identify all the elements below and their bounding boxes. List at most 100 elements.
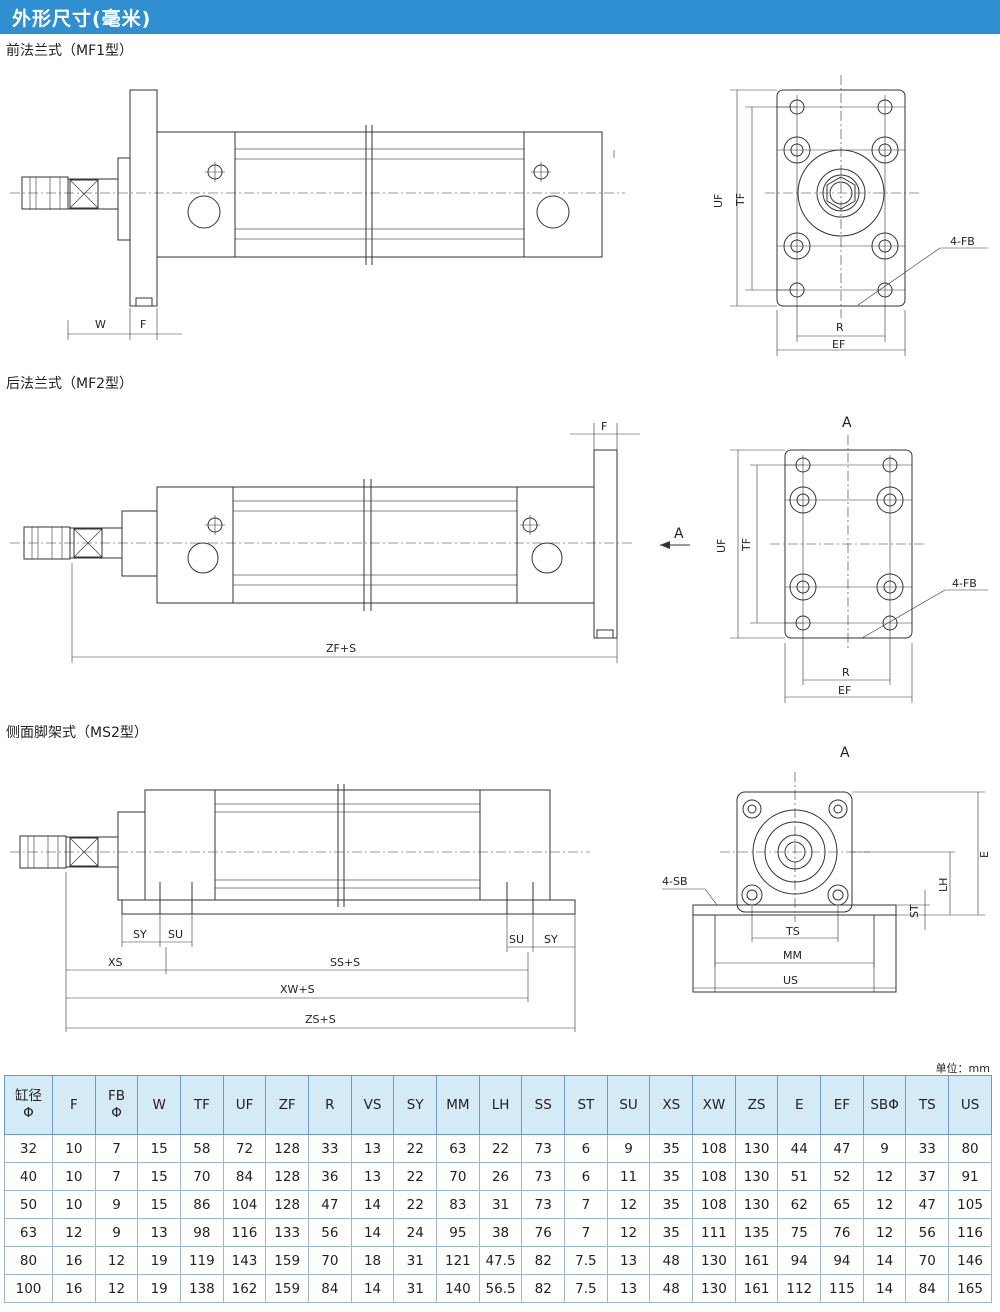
ms2-us-label: US (783, 974, 798, 987)
table-cell: 35 (649, 1134, 694, 1163)
table-cell: 91 (948, 1162, 992, 1191)
table-cell: 47 (308, 1190, 352, 1219)
table-cell: 9 (94, 1218, 139, 1247)
table-cell: 47 (905, 1190, 950, 1219)
mf2-section-title: 后法兰式（MF2型） (6, 376, 134, 392)
header-text: ZF (278, 1096, 296, 1113)
header-text: 缸径 (15, 1088, 42, 1104)
table-cell: 9 (94, 1190, 139, 1219)
table-cell: 112 (777, 1274, 822, 1303)
mf1-uf-label: UF (712, 194, 725, 208)
mf1-end-view: UF TF R EF 4-FB (712, 75, 988, 356)
table-cell: 84 (308, 1274, 352, 1303)
table-cell: 104 (222, 1190, 267, 1219)
ms2-sy-right-label: SY (544, 933, 558, 946)
table-cell: 31 (393, 1274, 438, 1303)
table-cell: 15 (137, 1190, 182, 1219)
table-cell: 32 (4, 1134, 53, 1163)
ms2-end-view: A E LH ST TS MM US (662, 745, 991, 993)
table-cell: 26 (478, 1162, 523, 1191)
table-cell: 13 (350, 1134, 395, 1163)
table-cell: 82 (521, 1246, 566, 1275)
table-cell: 135 (734, 1218, 779, 1247)
ms2-sb-label: 4-SB (662, 875, 688, 888)
table-cell: 6 (564, 1162, 608, 1191)
mf2-drawing: F ZF+S A A UF TF (0, 393, 1000, 713)
table-header-cell: R (308, 1075, 352, 1135)
header-text: ST (577, 1096, 595, 1113)
table-cell: 7 (564, 1190, 608, 1219)
table-cell: 24 (393, 1218, 438, 1247)
ms2-zs-label: ZS+S (305, 1013, 336, 1026)
ms2-drawing: SY SU SU SY XS SS+S XW+S ZS+S A (0, 742, 1000, 1042)
ms2-ss-label: SS+S (330, 956, 360, 969)
table-cell: 37 (905, 1162, 950, 1191)
table-cell: 22 (393, 1134, 438, 1163)
table-cell: 12 (94, 1246, 139, 1275)
header-text: VS (363, 1096, 382, 1113)
table-header-cell: SY (393, 1075, 438, 1135)
table-cell: 38 (478, 1218, 523, 1247)
table-cell: 83 (436, 1190, 480, 1219)
table-cell: 76 (820, 1218, 864, 1247)
table-cell: 128 (265, 1162, 310, 1191)
table-header-cell: SBΦ (862, 1075, 907, 1135)
table-cell: 31 (393, 1246, 438, 1275)
table-cell: 82 (521, 1274, 566, 1303)
table-cell: 16 (52, 1274, 96, 1303)
header-text: F (69, 1096, 78, 1113)
table-cell: 105 (948, 1190, 992, 1219)
table-cell: 48 (649, 1246, 694, 1275)
table-header-cell: F (52, 1075, 96, 1135)
table-cell: 108 (692, 1134, 736, 1163)
table-cell: 12 (606, 1190, 651, 1219)
table-cell: 76 (521, 1218, 566, 1247)
ms2-su-left-label: SU (168, 928, 183, 941)
ms2-section-title: 侧面脚架式（MS2型） (6, 725, 148, 741)
table-cell: 63 (436, 1134, 480, 1163)
table-header-cell: VS (350, 1075, 395, 1135)
table-cell: 121 (436, 1246, 480, 1275)
section-header-bar: 外形尺寸(毫米) (0, 0, 1000, 34)
table-cell: 51 (777, 1162, 822, 1191)
ms2-xs-label: XS (108, 956, 123, 969)
table-cell: 73 (521, 1162, 566, 1191)
header-text: SU (619, 1096, 638, 1113)
table-cell: 140 (436, 1274, 480, 1303)
mf2-a-arrow-label: A (674, 526, 684, 542)
ms2-su-right-label: SU (509, 933, 524, 946)
header-subtext: Φ (23, 1105, 34, 1121)
table-cell: 70 (905, 1246, 950, 1275)
table-header-cell: SS (521, 1075, 566, 1135)
table-header-cell: TS (905, 1075, 950, 1135)
table-cell: 70 (436, 1162, 480, 1191)
mf2-uf-label: UF (715, 539, 728, 553)
table-cell: 133 (265, 1218, 310, 1247)
table-cell: 11 (606, 1162, 651, 1191)
table-cell: 62 (777, 1190, 822, 1219)
table-cell: 128 (265, 1134, 310, 1163)
table-cell: 15 (137, 1134, 182, 1163)
table-cell: 35 (649, 1218, 694, 1247)
mf2-f-label: F (601, 420, 607, 433)
mf2-fb-label: 4-FB (952, 577, 977, 590)
table-cell: 146 (948, 1246, 992, 1275)
table-cell: 22 (393, 1190, 438, 1219)
table-cell: 19 (137, 1274, 182, 1303)
table-cell: 12 (862, 1162, 907, 1191)
table-cell: 9 (606, 1134, 651, 1163)
table-cell: 94 (777, 1246, 822, 1275)
table-cell: 86 (180, 1190, 224, 1219)
ms2-sy-left-label: SY (133, 928, 147, 941)
table-cell: 7.5 (564, 1274, 608, 1303)
header-text: UF (235, 1096, 254, 1113)
table-cell: 22 (393, 1162, 438, 1191)
table-cell: 161 (734, 1246, 779, 1275)
table-cell: 56 (905, 1218, 950, 1247)
ms2-st-label: ST (908, 904, 921, 918)
header-text: W (152, 1096, 166, 1113)
